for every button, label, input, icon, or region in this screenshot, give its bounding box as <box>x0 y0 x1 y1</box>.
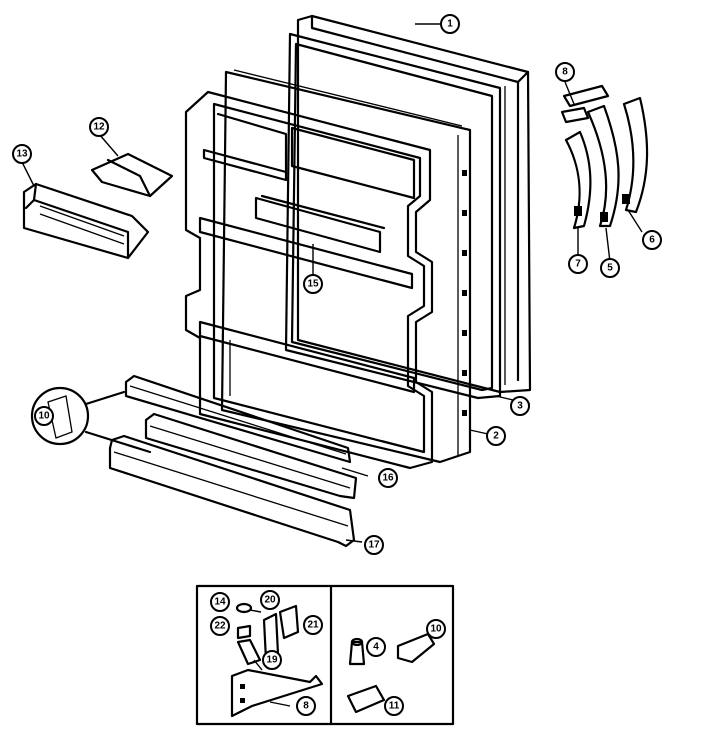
dairy-compartment <box>22 182 150 260</box>
callout-label: 20 <box>264 595 276 606</box>
callout-7: 7 <box>568 254 588 274</box>
callout-label: 12 <box>93 122 105 133</box>
callout-label: 13 <box>16 149 28 160</box>
callout-label: 14 <box>214 597 226 608</box>
bar-end-cap-detail <box>30 386 152 454</box>
shelf-bar-15 <box>254 194 386 254</box>
callout-label: 2 <box>493 431 499 442</box>
callout-19: 19 <box>262 650 282 670</box>
callout-label: 8 <box>303 701 309 712</box>
callout-label: 10 <box>430 624 442 635</box>
callout-8-inset: 8 <box>296 696 316 716</box>
callout-label: 10 <box>38 411 50 422</box>
callout-16: 16 <box>378 468 398 488</box>
callout-label: 7 <box>575 259 581 270</box>
door-gasket <box>284 32 502 400</box>
callout-label: 5 <box>607 263 613 274</box>
callout-5: 5 <box>600 258 620 278</box>
callout-8-top: 8 <box>555 62 575 82</box>
callout-label: 19 <box>266 655 278 666</box>
callout-10-inset: 10 <box>426 619 446 639</box>
callout-20: 20 <box>260 590 280 610</box>
dairy-lid <box>90 152 174 198</box>
callout-6: 6 <box>642 230 662 250</box>
callout-label: 8 <box>562 67 568 78</box>
callout-label: 16 <box>382 473 394 484</box>
callout-14: 14 <box>210 592 230 612</box>
callout-label: 11 <box>389 701 400 712</box>
callout-11: 11 <box>384 696 404 716</box>
hinge-parts <box>560 84 649 230</box>
callout-4: 4 <box>366 637 386 657</box>
callout-label: 22 <box>214 621 226 632</box>
callout-label: 1 <box>447 19 453 30</box>
callout-label: 3 <box>517 401 523 412</box>
door-bar-upper <box>124 374 352 464</box>
callout-3: 3 <box>510 396 530 416</box>
callout-17: 17 <box>364 535 384 555</box>
callout-13: 13 <box>12 144 32 164</box>
door-bar-middle-16 <box>144 412 358 500</box>
leader-lines <box>21 23 643 707</box>
callout-label: 6 <box>649 235 655 246</box>
door-outer-panel <box>296 14 532 394</box>
callout-15: 15 <box>303 274 323 294</box>
door-bar-lower-17 <box>108 434 356 548</box>
callout-2: 2 <box>486 426 506 446</box>
callout-21: 21 <box>303 615 323 635</box>
callout-label: 15 <box>307 279 319 290</box>
callout-1: 1 <box>440 14 460 34</box>
door-liner-frame <box>220 69 472 464</box>
callout-12: 12 <box>89 117 109 137</box>
hardware-inset <box>195 584 455 726</box>
callout-10-detail: 10 <box>34 406 54 426</box>
door-liner <box>184 90 434 470</box>
callout-22: 22 <box>210 616 230 636</box>
callout-label: 4 <box>373 642 379 653</box>
callout-label: 21 <box>307 620 319 631</box>
callout-label: 17 <box>368 540 380 551</box>
